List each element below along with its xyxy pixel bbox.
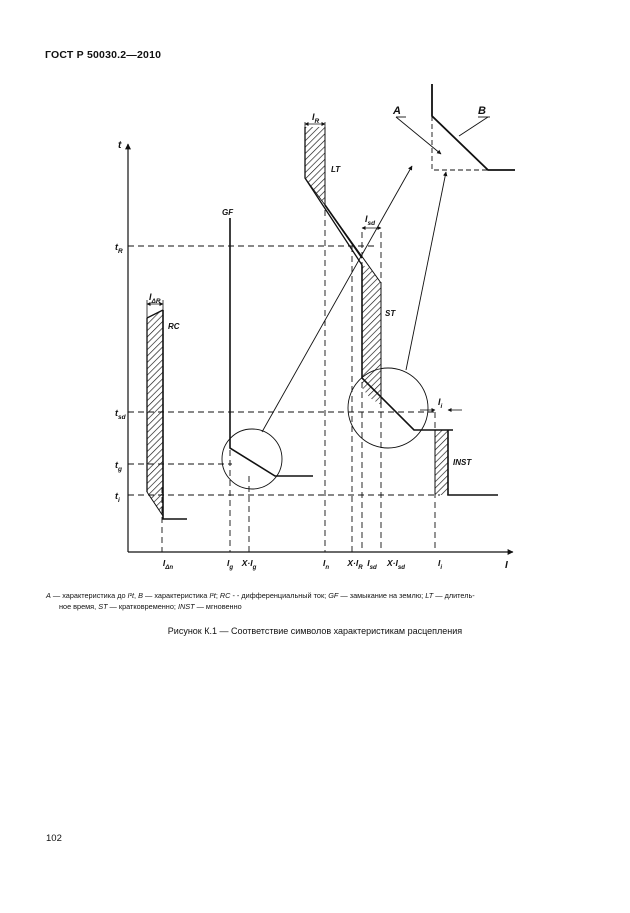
x-label-2: X·Ig	[241, 558, 257, 571]
figure-title: Рисунок К.1 — Соответствие символов хара…	[167, 626, 463, 636]
x-label-6: X·Isd	[386, 558, 405, 571]
legend-line-2: ное время, ST — кратковременно; INST — м…	[59, 602, 242, 611]
band-label-ir: IR	[312, 112, 320, 125]
axes	[125, 143, 514, 555]
horizontal-reference-lines	[128, 245, 440, 496]
page-number: 102	[46, 833, 62, 844]
curve-labels: GF LT ST RC INST A B	[168, 105, 486, 467]
axis-labels: t I	[118, 140, 508, 571]
x-axis-label: I	[505, 560, 508, 571]
x-tick-labels: IΔn Ig X·Ig In X·IR Isd X·Isd Ii	[163, 558, 442, 571]
detail-view	[395, 84, 515, 171]
label-gf: GF	[222, 208, 234, 217]
figure-legend: A — характеристика до I²t, B — характери…	[46, 590, 591, 612]
zoom-circles	[221, 165, 448, 490]
x-label-5: Isd	[367, 558, 377, 571]
document-header: ГОСТ Р 50030.2—2010	[45, 49, 162, 61]
x-label-1: Ig	[227, 558, 233, 571]
vertical-reference-lines	[161, 140, 436, 552]
st-hatch-right	[370, 268, 381, 405]
label-rc: RC	[168, 322, 180, 331]
legend-line-1: A — характеристика до I²t, B — характери…	[46, 591, 475, 600]
inst-curve	[434, 430, 498, 496]
zoom-circle-st	[347, 367, 429, 449]
label-st: ST	[385, 309, 396, 318]
y-axis-label: t	[118, 140, 122, 151]
lt-hatch	[305, 127, 325, 205]
y-label-3: ti	[115, 491, 120, 504]
band-label-idn: IΔR	[149, 292, 161, 305]
rc-hatch	[147, 310, 163, 516]
band-label-ii: Ii	[438, 397, 443, 410]
st-hatch	[362, 265, 370, 398]
lt-st-curve	[304, 127, 453, 431]
leader-a	[395, 116, 442, 155]
x-label-3: In	[323, 558, 329, 571]
y-tick-labels: tR tsd tg ti	[115, 242, 127, 504]
label-b: B	[478, 105, 486, 117]
x-label-0: IΔn	[163, 558, 173, 571]
label-a: A	[392, 105, 401, 117]
rc-curve	[146, 309, 187, 520]
y-label-2: tg	[115, 460, 122, 473]
x-label-7: Ii	[438, 558, 442, 571]
y-label-1: tsd	[115, 408, 127, 421]
gf-curve	[229, 218, 313, 477]
band-dimensions	[146, 122, 462, 412]
y-label-0: tR	[115, 242, 123, 255]
label-lt: LT	[331, 165, 341, 174]
x-label-4: X·IR	[346, 558, 363, 571]
band-label-isd: Isd	[365, 214, 376, 227]
zoom-circle-gf	[221, 428, 283, 490]
inst-hatch	[435, 430, 448, 495]
leader-b	[458, 116, 489, 137]
label-inst: INST	[453, 458, 472, 467]
